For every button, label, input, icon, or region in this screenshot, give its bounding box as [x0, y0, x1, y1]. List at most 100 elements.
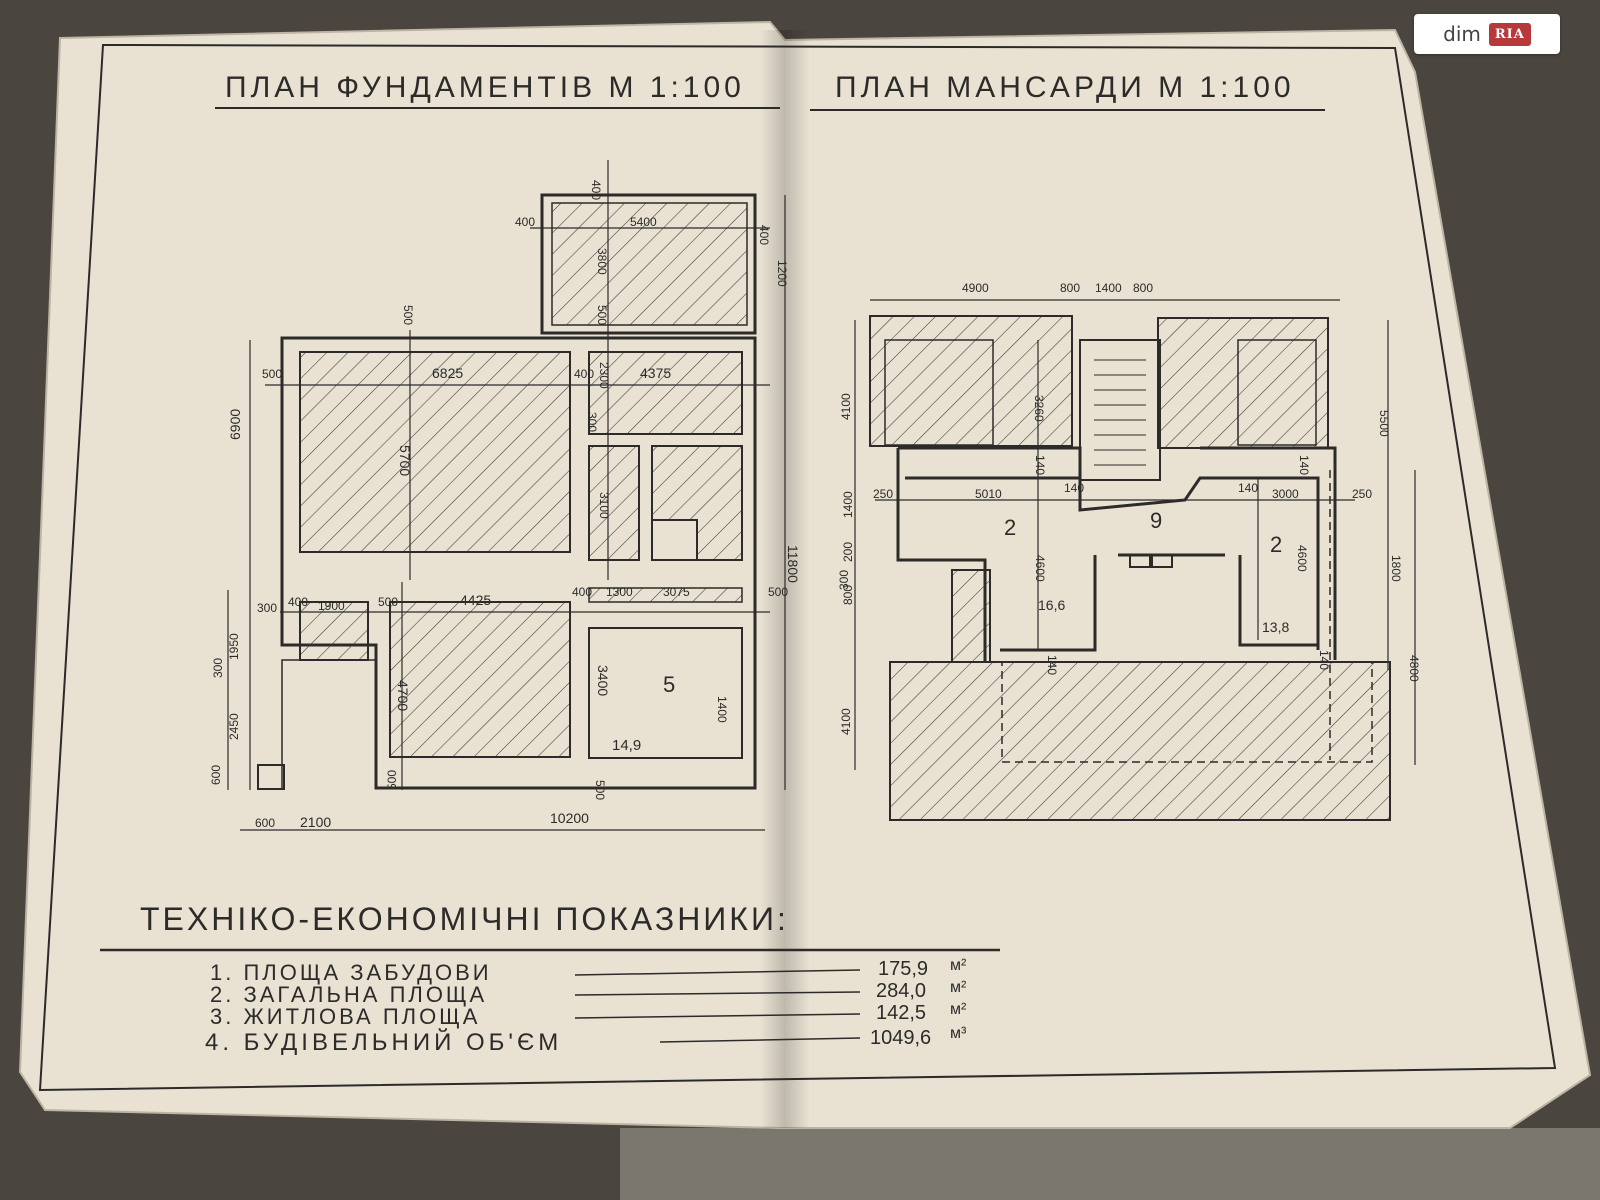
indicator-label: 1. ПЛОЩА ЗАБУДОВИ	[210, 960, 492, 985]
dimension-label: 140	[1297, 455, 1311, 475]
dimension-label: 1400	[1095, 281, 1122, 295]
foundation-plan-title: ПЛАН ФУНДАМЕНТІВ М 1:100	[225, 71, 745, 104]
dimension-label: 5500	[1377, 410, 1391, 437]
indicators-heading: ТЕХНІКО-ЕКОНОМІЧНІ ПОКАЗНИКИ:	[140, 901, 789, 937]
indicator-value: 1049,6	[870, 1027, 931, 1049]
foundation-plan	[227, 160, 786, 831]
dimension-label: 300	[585, 412, 599, 432]
dimension-label: 300	[837, 570, 851, 590]
dimension-label: 3075	[663, 585, 690, 599]
dimension-label: 250	[873, 487, 893, 501]
indicator-value: 284,0	[876, 980, 926, 1002]
stove	[1151, 554, 1173, 568]
dimension-label: 500	[401, 305, 415, 325]
annex-hatch	[551, 202, 748, 326]
indicator-label: 3. ЖИТЛОВА ПЛОЩА	[210, 1004, 480, 1029]
dimension-label: 3000	[1272, 487, 1299, 501]
dimension-label: 4600	[1295, 545, 1309, 572]
room-5-outline	[588, 627, 743, 759]
dimension-label: 140	[1033, 455, 1047, 475]
dimension-label: 500	[768, 585, 788, 599]
stair-hatch	[588, 587, 743, 603]
roof-inner	[1237, 339, 1317, 446]
dimension-label: 4800	[1407, 655, 1421, 682]
dimension-label: 250	[1352, 487, 1372, 501]
annex-outline	[540, 193, 757, 335]
dimension-label: 300	[257, 601, 277, 615]
indicator-row: 4. БУДІВЕЛЬНИЙ ОБ'ЄМ 1049,6 м³	[205, 1025, 967, 1056]
room-number-9: 9	[1150, 508, 1162, 533]
dimension-label: 3100	[597, 492, 611, 519]
indicator-unit: м²	[950, 1001, 967, 1018]
dimension-label: 800	[1133, 281, 1153, 295]
dimension-label: 6900	[227, 409, 243, 440]
dimension-label: 3400	[595, 665, 611, 696]
indicator-value: 175,9	[878, 958, 928, 980]
room-area-label: 16,6	[1038, 597, 1065, 613]
dimension-label: 6825	[432, 365, 463, 381]
dimension-label: 500	[262, 367, 282, 381]
notch	[651, 519, 698, 561]
dimension-label: 4425	[460, 592, 491, 608]
dimension-label: 4600	[1033, 555, 1047, 582]
dimension-label: 600	[255, 816, 275, 830]
dimension-label: 800	[841, 585, 855, 605]
dimension-label: 3800	[595, 248, 609, 275]
dimension-label: 600	[209, 765, 223, 785]
room-number-2: 2	[1270, 532, 1282, 557]
indicators-list: 1. ПЛОЩА ЗАБУДОВИ 175,9 м² 2. ЗАГАЛЬНА П…	[205, 957, 967, 1056]
indicator-unit: м³	[950, 1025, 967, 1042]
dimension-label: 11800	[785, 545, 801, 583]
indicator-value: 142,5	[876, 1002, 926, 1024]
dimension-label: 140	[1064, 481, 1084, 495]
dimension-label: 140	[1045, 655, 1059, 675]
leader-line	[574, 991, 861, 996]
dimension-label: 4100	[839, 708, 853, 735]
indicator-row: 1. ПЛОЩА ЗАБУДОВИ 175,9 м²	[210, 957, 967, 985]
dimension-label: 1900	[318, 599, 345, 613]
dimension-label: 500	[593, 780, 607, 800]
dimension-label: 2100	[300, 814, 331, 830]
staircase	[1079, 339, 1161, 481]
leader-line	[574, 969, 861, 976]
dimension-label: 5010	[975, 487, 1002, 501]
room-hatch	[299, 351, 571, 553]
indicator-unit: м²	[950, 979, 967, 996]
roof-slope-hatch	[869, 315, 1073, 447]
dimension-label: 2450	[227, 713, 241, 740]
main-foundation-outline	[280, 336, 757, 790]
indicator-label: 2. ЗАГАЛЬНА ПЛОЩА	[210, 982, 487, 1007]
roof-inner	[884, 339, 994, 446]
indicator-label: 4. БУДІВЕЛЬНИЙ ОБ'ЄМ	[205, 1028, 562, 1056]
dimension-label: 400	[515, 215, 535, 229]
dimension-label: 140	[1317, 650, 1331, 670]
stair-hatch	[951, 569, 991, 663]
dimension-label: 800	[1060, 281, 1080, 295]
room-area-label: 14,9	[612, 737, 641, 754]
dimension-label: 1300	[606, 585, 633, 599]
dimension-label: 1200	[775, 260, 789, 287]
room-hatch	[389, 601, 571, 758]
attic-plan-title: ПЛАН МАНСАРДИ М 1:100	[835, 71, 1295, 104]
room-number-5: 5	[663, 672, 675, 697]
roof-slope-hatch	[1157, 317, 1329, 449]
dimension-label: 1800	[1389, 555, 1403, 582]
leader-line	[659, 1037, 861, 1043]
attic-dimension-labels: 4900 800 1400 800 4100 3260 5500 140 140…	[837, 281, 1421, 735]
dimension-label: 4375	[640, 365, 671, 381]
dimension-label: 400	[288, 595, 308, 609]
dimension-label: 1950	[227, 633, 241, 660]
foundation-dimension-labels: 400 5400 400 400 1200 3800 500 500 6825 …	[209, 180, 801, 830]
room-hatch	[588, 351, 743, 435]
dimension-label: 500	[595, 305, 609, 325]
room-area-label: 13,8	[1262, 619, 1289, 635]
dimension-label: 10200	[550, 810, 589, 826]
dimension-label: 500	[378, 595, 398, 609]
dimension-label: 500	[385, 770, 399, 790]
rug	[620, 1128, 1600, 1200]
dimension-label: 1400	[841, 491, 855, 518]
dimension-label: 400	[589, 180, 603, 200]
indicator-row: 2. ЗАГАЛЬНА ПЛОЩА 284,0 м²	[210, 979, 967, 1007]
watermark-dim: dim	[1443, 22, 1481, 46]
